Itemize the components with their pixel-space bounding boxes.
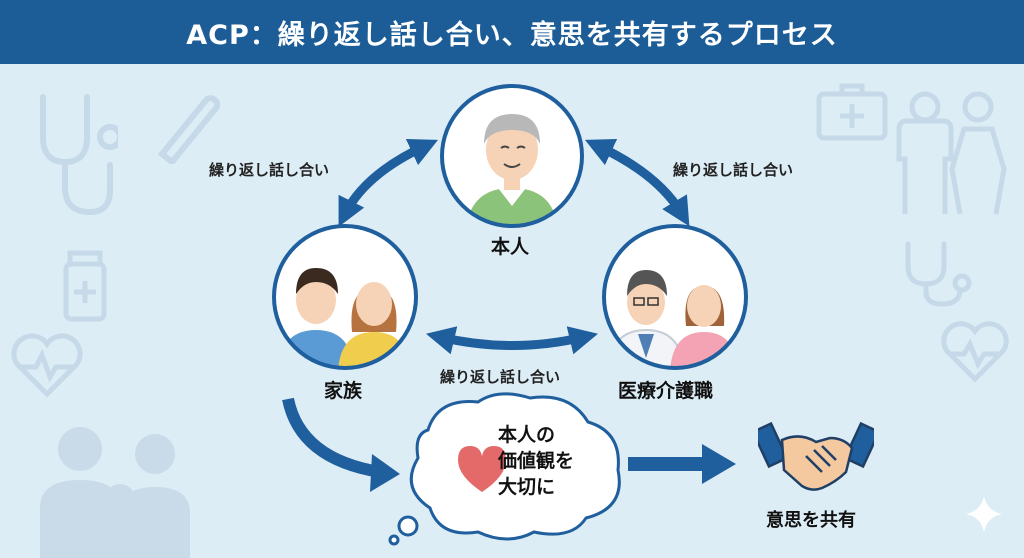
first-aid-kit-icon (816, 83, 888, 141)
couple-icon (896, 91, 1007, 215)
stethoscope-small-icon (905, 241, 972, 307)
medicine-bottle-icon (63, 250, 107, 322)
stethoscope-icon (40, 94, 118, 216)
bubble-line-3: 大切に (498, 476, 556, 498)
arrow-family-to-bubble (282, 397, 381, 478)
family-label: 家族 (324, 380, 363, 402)
medical-label: 医療介護職 (618, 380, 714, 402)
family-silhouette-icon (40, 427, 190, 558)
bubble-line-1: 本人の (498, 424, 556, 446)
person-avatar (440, 84, 584, 228)
arrow-person-medical (584, 139, 690, 227)
diagram-canvas: 本人 家族 医療介護職 繰り返 (0, 64, 1024, 558)
medical-avatar (602, 224, 748, 370)
edge-label-bottom: 繰り返し話し合い (440, 368, 561, 386)
handshake-icon (758, 421, 874, 491)
edge-label-right: 繰り返し話し合い (673, 161, 794, 179)
page-title: ACP：繰り返し話し合い、意思を共有するプロセス (186, 19, 838, 51)
person-label: 本人 (491, 236, 530, 258)
arrow-person-family (338, 139, 439, 227)
diagram-arrows (282, 139, 736, 492)
title-banner: ACP：繰り返し話し合い、意思を共有するプロセス (0, 0, 1024, 64)
bubble-line-2: 価値観を (498, 450, 575, 472)
arrow-family-medical (425, 326, 599, 355)
edge-label-left: 繰り返し話し合い (209, 161, 330, 179)
sparkle-icon (966, 496, 1002, 532)
bubble-text: 本人の 価値観を 大切に (498, 422, 574, 500)
heart-icon (458, 446, 506, 492)
outcome-label: 意思を共有 (766, 510, 856, 531)
arrow-head-bubble (370, 454, 400, 492)
family-avatar (272, 224, 418, 370)
thermometer-icon (157, 95, 220, 164)
arrow-head-outcome (702, 444, 736, 484)
heart-outline-icon (941, 321, 1009, 383)
thought-bubble (388, 392, 621, 546)
heartbeat-icon (11, 333, 83, 398)
